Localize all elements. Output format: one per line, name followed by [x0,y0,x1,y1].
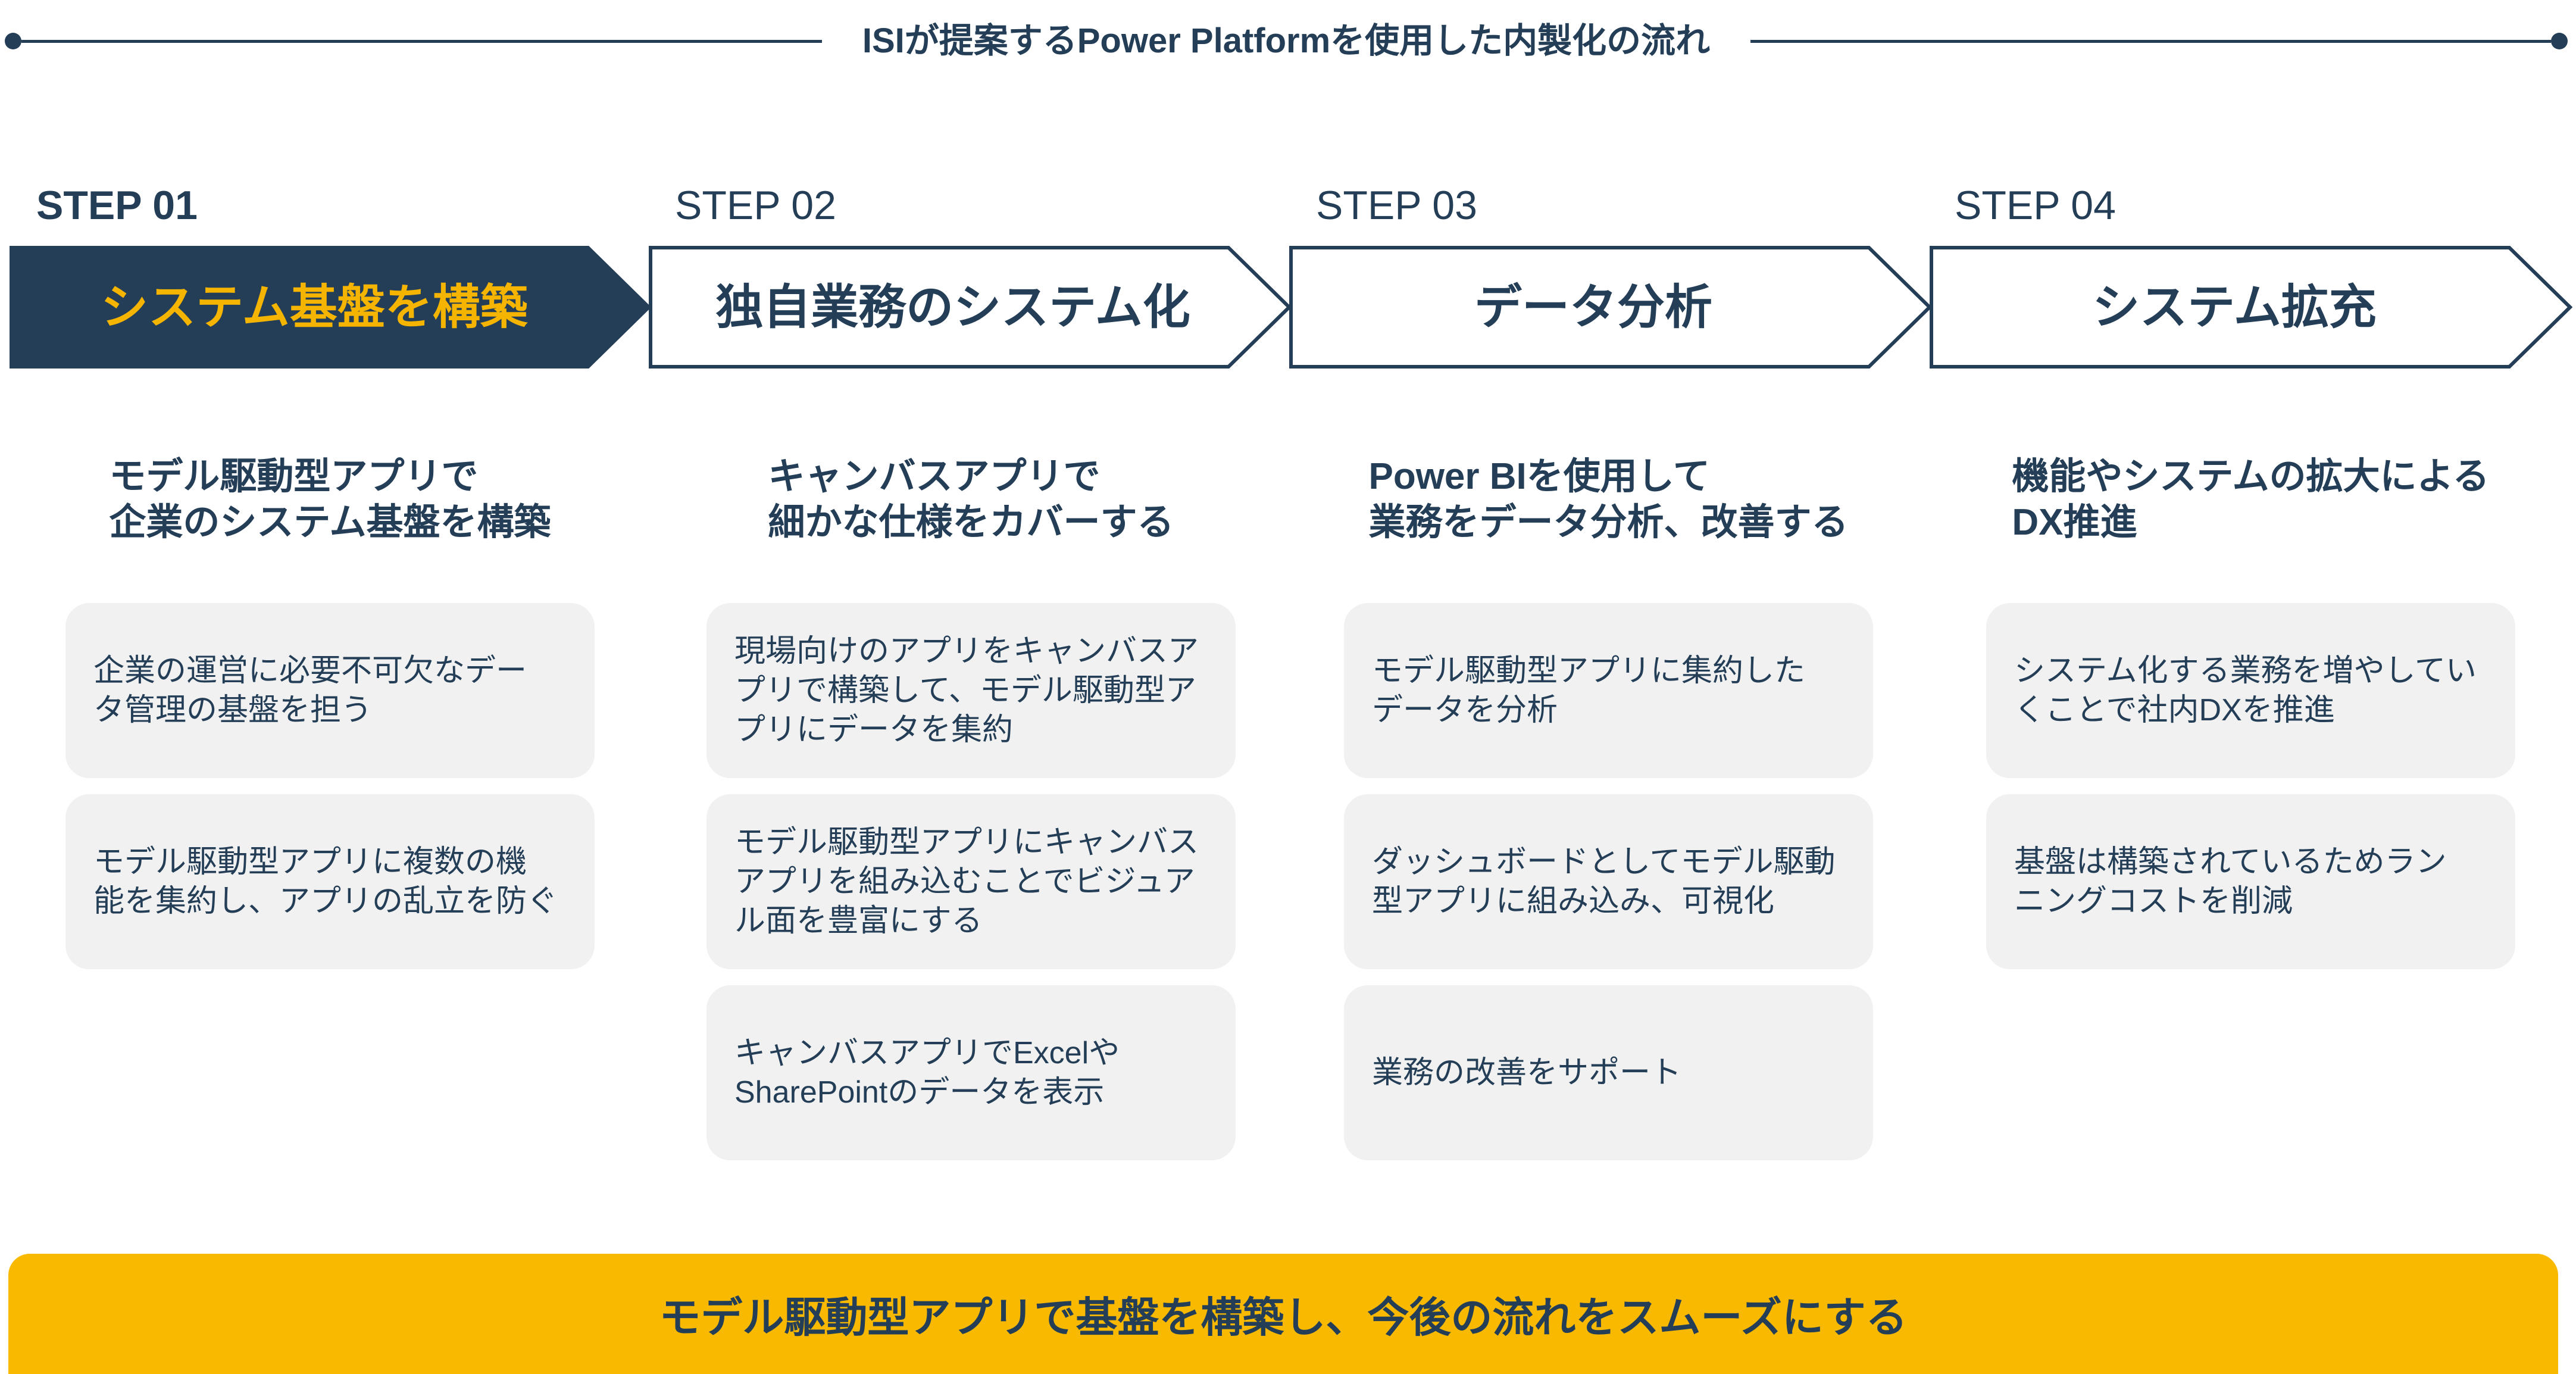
step-1-card-list: 企業の運営に必要不可欠なデー タ管理の基盤を担う モデル駆動型アプリに複数の機 … [65,603,595,969]
card-text-line: アプリを組み込むことでビジュア [734,864,1195,899]
step-4-chevron: システム拡充 [1930,246,2573,369]
step-1-heading-wrap: モデル駆動型アプリで 企業のシステム基盤を構築 [65,454,595,545]
card-text-line: 企業の運営に必要不可欠なデー [93,654,527,688]
step-4-column: 機能やシステムの拡大による DX推進 システム化する業務を増やしてい くことで社… [1986,454,2515,985]
step-3-chevron-shape [1289,246,1933,369]
title-left-dot [5,33,21,49]
step-3-heading-wrap: Power BIを使用して 業務をデータ分析、改善する [1344,454,1873,545]
step-4-card-list: システム化する業務を増やしてい くことで社内DXを推進 基盤は構築されているため… [1986,603,2515,969]
step-2-label: STEP 02 [675,183,836,228]
card-text-line: プリで構築して、モデル駆動型ア [734,673,1196,708]
step-2-card-3: キャンバスアプリでExcelや SharePointのデータを表示 [706,985,1236,1160]
step-2-heading-line-1: キャンバスアプリで [768,456,1101,497]
card-text-line: タ管理の基盤を担う [93,693,373,727]
step-1-card-1: 企業の運営に必要不可欠なデー タ管理の基盤を担う [65,603,595,778]
summary-text: モデル駆動型アプリで基盤を構築し、今後の流れをスムーズにする [659,1294,1908,1341]
step-4-title: システム拡充 [2092,281,2377,334]
step-3-title: データ分析 [1474,281,1712,334]
card-text-line: 現場向けのアプリをキャンバスア [734,634,1199,669]
card-text-line: くことで社内DXを推進 [2014,693,2335,727]
step-4-heading-line-2: DX推進 [2012,502,2137,543]
step-3-card-1: モデル駆動型アプリに集約した データを分析 [1344,603,1873,778]
step-2-heading-wrap: キャンバスアプリで 細かな仕様をカバーする [706,454,1236,545]
step-2-card-1: 現場向けのアプリをキャンバスア プリで構築して、モデル駆動型ア プリにデータを集… [706,603,1236,778]
card-text-line: モデル駆動型アプリに集約した [1372,654,1806,688]
card-text-line: モデル駆動型アプリに複数の機 [93,845,527,879]
card-text-line: ル面を豊富にする [734,904,983,938]
step-3-card-2: ダッシュボードとしてモデル駆動 型アプリに組み込み、可視化 [1344,794,1873,969]
card-text-line: プリにデータを集約 [734,713,1014,747]
step-1-chevron: システム基盤を構築 [10,246,652,369]
step-4-card-2: 基盤は構築されているためラン ニングコストを削減 [1986,794,2515,969]
step-1-card-2: モデル駆動型アプリに複数の機 能を集約し、アプリの乱立を防ぐ [65,794,595,969]
summary-banner: モデル駆動型アプリで基盤を構築し、今後の流れをスムーズにする [8,1254,2558,1374]
step-4-label: STEP 04 [1955,183,2116,228]
step-3-label: STEP 03 [1316,183,1477,228]
card-text-line: ダッシュボードとしてモデル駆動 [1372,845,1836,879]
card-text-line: 業務の改善をサポート [1372,1056,1682,1090]
process-chevrons: システム基盤を構築 独自業務のシステム化 データ分析 システム拡充 [10,246,2573,369]
step-4-heading-wrap: 機能やシステムの拡大による DX推進 [1986,454,2515,545]
step-3-heading: Power BIを使用して 業務をデータ分析、改善する [1368,454,1848,545]
step-2-chevron-shape [649,246,1292,369]
step-2-chevron: 独自業務のシステム化 [649,246,1292,369]
step-3-card-list: モデル駆動型アプリに集約した データを分析 ダッシュボードとしてモデル駆動 型ア… [1344,603,1873,1160]
step-4-chevron-shape [1930,246,2573,369]
card-text-line: キャンバスアプリでExcelや [734,1036,1120,1070]
step-3-heading-line-2: 業務をデータ分析、改善する [1368,502,1849,543]
card-text-line: ニングコストを削減 [2014,884,2293,919]
step-4-heading: 機能やシステムの拡大による DX推進 [2012,454,2489,545]
step-1-title: システム基盤を構築 [101,281,529,334]
page-title-row: ISIが提案するPower Platformを使用した内製化の流れ [5,23,2568,59]
title-left-rule [21,39,822,43]
card-text-line: 基盤は構築されているためラン [2014,845,2447,879]
step-1-label: STEP 01 [36,183,198,228]
step-3-chevron: データ分析 [1289,246,1933,369]
step-2-card-2: モデル駆動型アプリにキャンバス アプリを組み込むことでビジュア ル面を豊富にする [706,794,1236,969]
card-text-line: データを分析 [1372,693,1558,727]
step-2-column: キャンバスアプリで 細かな仕様をカバーする 現場向けのアプリをキャンバスア プリ… [706,454,1236,1176]
title-right-dot [2551,33,2568,49]
step-3-column: Power BIを使用して 業務をデータ分析、改善する モデル駆動型アプリに集約… [1344,454,1873,1176]
step-1-chevron-shape [10,246,652,369]
step-4-heading-line-1: 機能やシステムの拡大による [2012,456,2490,497]
card-text-line: モデル駆動型アプリにキャンバス [734,825,1199,860]
page-title: ISIが提案するPower Platformを使用した内製化の流れ [862,21,1711,60]
step-3-card-3: 業務の改善をサポート [1344,985,1873,1160]
card-text-line: SharePointのデータを表示 [734,1075,1105,1110]
card-text-line: 能を集約し、アプリの乱立を防ぐ [93,884,558,919]
step-4-card-1: システム化する業務を増やしてい くことで社内DXを推進 [1986,603,2515,778]
step-1-heading: モデル駆動型アプリで 企業のシステム基盤を構築 [109,454,551,545]
step-2-card-list: 現場向けのアプリをキャンバスア プリで構築して、モデル駆動型ア プリにデータを集… [706,603,1236,1160]
step-1-column: モデル駆動型アプリで 企業のシステム基盤を構築 企業の運営に必要不可欠なデー タ… [65,454,595,985]
step-3-heading-line-1: Power BIを使用して [1368,456,1710,497]
step-1-heading-line-1: モデル駆動型アプリで [109,456,479,497]
step-2-heading-line-2: 細かな仕様をカバーする [768,502,1174,543]
card-text-line: 型アプリに組み込み、可視化 [1372,884,1775,919]
step-2-heading: キャンバスアプリで 細かな仕様をカバーする [768,454,1174,545]
step-2-title: 独自業務のシステム化 [715,281,1190,334]
step-1-heading-line-2: 企業のシステム基盤を構築 [109,502,551,543]
card-text-line: システム化する業務を増やしてい [2014,654,2477,688]
title-right-rule [1750,39,2551,43]
